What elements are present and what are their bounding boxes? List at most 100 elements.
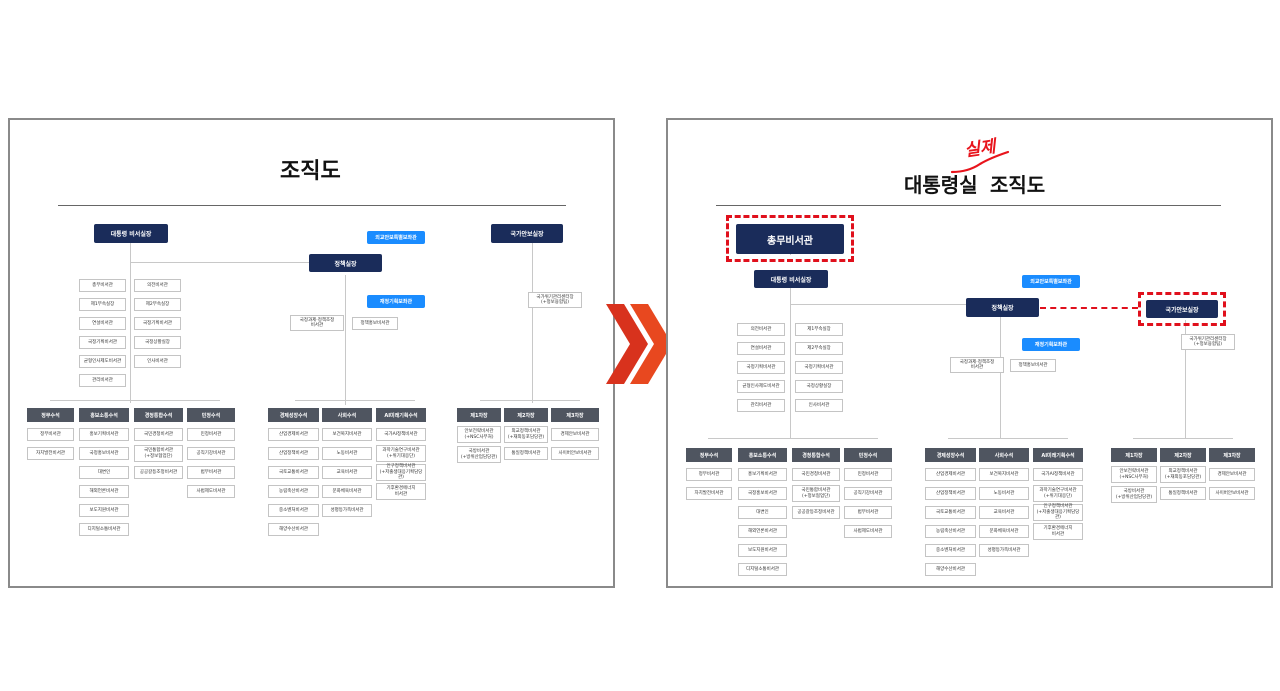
staff-box: 경제안보비서관 xyxy=(551,428,599,441)
staff-box: 사법제도비서관 xyxy=(844,525,892,538)
actual-org-chart-panel: 실제 대통령실 조직도 총무비서관 대통령 비서실장 정책실장 국가안보실장 외… xyxy=(666,118,1273,588)
category-header: 민정수석 xyxy=(844,448,892,462)
sec-box: 총무비서관 xyxy=(79,279,126,292)
chart-title: 조직도 xyxy=(280,159,341,184)
category-header: 경제성장수석 xyxy=(268,408,319,422)
advisor-box-2: 재정기획보좌관 xyxy=(367,295,425,308)
national-security-box: 국가안보실장 xyxy=(491,224,563,243)
title-divider xyxy=(58,205,566,206)
staff-box: 국방비서관 (+방위산업담당관) xyxy=(457,446,501,463)
sec-box: 국정기획비서관 xyxy=(737,361,785,374)
staff-box: 국토교통비서관 xyxy=(925,506,976,519)
chart-title-main: 대통령실 xyxy=(904,173,978,197)
red-check-stroke xyxy=(950,150,1010,174)
category-header: AI미래기획수석 xyxy=(1033,448,1083,462)
staff-box: 농림축산비서관 xyxy=(925,525,976,538)
chief-of-staff-box: 대통령 비서실장 xyxy=(754,270,828,288)
staff-box: 대변인 xyxy=(79,466,129,479)
staff-box: 보건복지비서관 xyxy=(322,428,372,441)
staff-box: 교육비서관 xyxy=(979,506,1029,519)
category-header: 민정수석 xyxy=(187,408,235,422)
category-header: 경제성장수석 xyxy=(925,448,976,462)
staff-box: 문화체육비서관 xyxy=(322,485,372,498)
sec-box: 관리비서관 xyxy=(737,399,785,412)
staff-box: 해외언론비서관 xyxy=(79,485,129,498)
category-header: 홍보소통수석 xyxy=(79,408,129,422)
staff-box: 중소벤처비서관 xyxy=(268,504,319,517)
sec-box: 제2부속실장 xyxy=(795,342,843,355)
staff-box: 안보전략비서관 (+NSC사무처) xyxy=(1111,466,1157,483)
staff-box: 정무비서관 xyxy=(686,468,732,481)
general-affairs-box: 총무비서관 xyxy=(736,224,844,254)
security-sub-box: 국가위기관리센터장 (+정보융합팀) xyxy=(528,292,582,308)
staff-box: 산업정책비서관 xyxy=(925,487,976,500)
staff-box: 국민경청비서관 xyxy=(134,428,183,441)
sec-box: 인사비서관 xyxy=(795,399,843,412)
original-org-chart-panel: 조직도 대통령 비서실장 정책실장 국가안보실장 외교안보특별보좌관 재정기획보… xyxy=(8,118,615,588)
red-dashed-connector xyxy=(1040,307,1138,309)
staff-box: 기후환경에너지 비서관 xyxy=(376,483,426,500)
category-header: 정무수석 xyxy=(686,448,732,462)
policy-sub-box: 국정과제·정책조정 비서관 xyxy=(950,357,1004,373)
staff-box: 해외언론비서관 xyxy=(738,525,787,538)
staff-box: 자치발전비서관 xyxy=(27,447,74,460)
sec-box: 연설비서관 xyxy=(79,317,126,330)
highlight-box xyxy=(1138,292,1226,326)
staff-box: 법무비서관 xyxy=(844,506,892,519)
advisor-box-1: 외교안보특별보좌관 xyxy=(1022,275,1080,288)
staff-box: 디지털소통비서관 xyxy=(79,523,129,536)
sec-box: 제2부속실장 xyxy=(134,298,181,311)
staff-box: 사법제도비서관 xyxy=(187,485,235,498)
staff-box: 홍보기획비서관 xyxy=(738,468,787,481)
staff-box: 성평등가족비서관 xyxy=(979,544,1029,557)
policy-chief-box: 정책실장 xyxy=(966,298,1039,317)
staff-box: 교육비서관 xyxy=(322,466,372,479)
staff-box: 공공갈등조정비서관 xyxy=(792,506,840,519)
sec-box: 연설비서관 xyxy=(737,342,785,355)
category-header: AI미래기획수석 xyxy=(376,408,426,422)
staff-box: 공직기강비서관 xyxy=(187,447,235,460)
staff-box: 국방비서관 (+방위산업담당관) xyxy=(1111,486,1157,503)
staff-box: 국민통합비서관 (+정보협업단) xyxy=(134,445,183,462)
staff-box: 통일정책비서관 xyxy=(1160,487,1206,500)
sec-box: 국정기획비서관 xyxy=(79,336,126,349)
category-header: 경청통합수석 xyxy=(134,408,183,422)
title-divider xyxy=(716,205,1221,206)
policy-sub-box: 정책홍보비서관 xyxy=(352,317,398,330)
staff-box: 국가AI정책비서관 xyxy=(1033,468,1083,481)
staff-box: 중소벤처비서관 xyxy=(925,544,976,557)
staff-box: 문화체육비서관 xyxy=(979,525,1029,538)
category-header: 홍보소통수석 xyxy=(738,448,787,462)
staff-box: 외교정책비서관 (+재외동포담당관) xyxy=(504,426,548,443)
staff-box: 해양수산비서관 xyxy=(925,563,976,576)
staff-box: 대변인 xyxy=(738,506,787,519)
sec-box: 균형인사제도비서관 xyxy=(79,355,126,368)
staff-box: 국정홍보비서관 xyxy=(79,447,129,460)
staff-box: 국토교통비서관 xyxy=(268,466,319,479)
sec-box: 관리비서관 xyxy=(79,374,126,387)
staff-box: 민정비서관 xyxy=(187,428,235,441)
sec-box: 인사비서관 xyxy=(134,355,181,368)
category-header: 사회수석 xyxy=(322,408,372,422)
staff-box: 인구정책비서관 (+저출생대응기획담당관) xyxy=(376,464,426,481)
staff-box: 공직기강비서관 xyxy=(844,487,892,500)
category-header: 제2차장 xyxy=(504,408,548,422)
policy-sub-box: 국정과제·정책조정 비서관 xyxy=(290,315,344,331)
sec-box: 의전비서관 xyxy=(737,323,785,336)
sec-box: 제1부속실장 xyxy=(795,323,843,336)
sec-box: 국정기획비서관 xyxy=(795,361,843,374)
staff-box: 경제안보비서관 xyxy=(1209,468,1255,481)
double-chevron-right-icon xyxy=(606,304,672,384)
staff-box: 안보전략비서관 (+NSC사무처) xyxy=(457,426,501,443)
staff-box: 통일정책비서관 xyxy=(504,447,548,460)
sec-box: 의전비서관 xyxy=(134,279,181,292)
staff-box: 성평등가족비서관 xyxy=(322,504,372,517)
category-header: 경청통합수석 xyxy=(792,448,840,462)
staff-box: 과학기술연구비서관 (+위기대응단) xyxy=(376,445,426,462)
staff-box: 산업정책비서관 xyxy=(268,447,319,460)
staff-box: 과학기술연구비서관 (+위기대응단) xyxy=(1033,485,1083,502)
national-security-box: 국가안보실장 xyxy=(1146,300,1218,318)
staff-box: 법무비서관 xyxy=(187,466,235,479)
staff-box: 국민경청비서관 xyxy=(792,468,840,481)
sec-box: 제1부속실장 xyxy=(79,298,126,311)
